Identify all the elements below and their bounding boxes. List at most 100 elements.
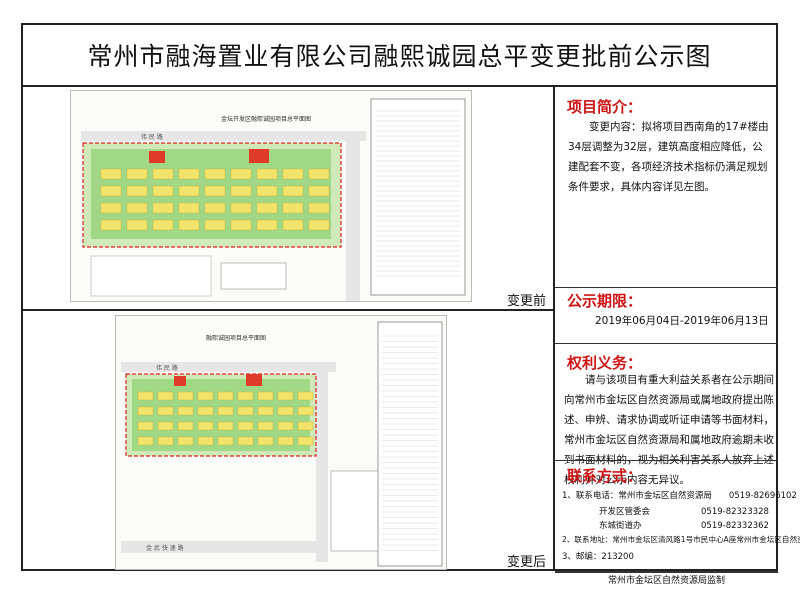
period-text: 2019年06月04日-2019年06月13日	[595, 315, 769, 327]
residential-building	[177, 436, 194, 446]
rights-text: 请与该项目有重大利益关系者在公示期间向常州市金坛区自然资源局或属地政府提出陈述、…	[564, 374, 774, 486]
page-title: 常州市融海置业有限公司融熙诚园总平变更批前公示图	[23, 25, 776, 87]
contact-phone-2: 开发区管委会 0519-82323328	[599, 507, 769, 517]
residential-building	[237, 406, 254, 416]
residential-building	[204, 219, 226, 231]
plan-divider	[23, 309, 553, 311]
residential-building	[100, 185, 122, 197]
residential-building	[257, 421, 274, 431]
residential-building	[277, 406, 294, 416]
residential-building	[308, 219, 330, 231]
residential-building	[178, 168, 200, 180]
residential-building	[197, 436, 214, 446]
residential-building	[257, 391, 274, 401]
section-divider	[555, 460, 778, 461]
outer-frame	[21, 23, 778, 571]
residential-building	[152, 168, 174, 180]
public-building	[149, 151, 165, 163]
contact-phone-3: 东城街道办 0519-82332362	[599, 521, 769, 531]
residential-building	[137, 436, 154, 446]
residential-building	[178, 202, 200, 214]
contact-postcode: 3、邮编：213200	[562, 552, 634, 562]
intro-text: 变更内容：拟将项目西南角的17#楼由34层调整为32层，建筑高度相应降低，公建配…	[568, 121, 769, 193]
residential-building	[297, 436, 314, 446]
section-divider	[555, 343, 778, 344]
caption-after: 变更后	[507, 555, 547, 570]
residential-building	[197, 391, 214, 401]
site-plan-after-drawing: 融熙诚园项目总平面图 伟 民 路 金 武 快 速 路	[116, 316, 446, 569]
drawing-title-after: 融熙诚园项目总平面图	[206, 334, 266, 342]
residential-building	[177, 421, 194, 431]
contact-address: 2、联系地址：常州市金坛区清风路1号市民中心A座常州市金坛区自然资源局	[562, 535, 800, 544]
residential-building	[152, 202, 174, 214]
residential-building	[137, 391, 154, 401]
residential-building	[282, 168, 304, 180]
residential-building	[100, 219, 122, 231]
residential-building	[256, 202, 278, 214]
residential-building	[126, 168, 148, 180]
residential-building	[230, 219, 252, 231]
residential-building	[277, 391, 294, 401]
residential-building	[157, 436, 174, 446]
residential-building	[282, 185, 304, 197]
road-label-north: 伟 民 路	[141, 133, 163, 141]
residential-building	[100, 168, 122, 180]
residential-building	[282, 219, 304, 231]
residential-building	[297, 406, 314, 416]
site-plan-after: 融熙诚园项目总平面图 伟 民 路 金 武 快 速 路	[115, 315, 447, 570]
residential-building	[126, 202, 148, 214]
residential-building	[126, 219, 148, 231]
residential-building	[297, 421, 314, 431]
residential-building	[204, 168, 226, 180]
residential-building	[126, 185, 148, 197]
residential-building	[152, 185, 174, 197]
residential-building	[230, 185, 252, 197]
residential-building	[204, 202, 226, 214]
residential-building	[178, 185, 200, 197]
period-heading: 公示期限：	[567, 292, 643, 310]
residential-building	[157, 391, 174, 401]
residential-building	[197, 406, 214, 416]
residential-building	[256, 219, 278, 231]
site-plan-before: 金坛开发区融熙诚园项目总平面图 伟 民 路	[70, 90, 472, 302]
contact-heading: 联系方式：	[567, 467, 643, 485]
residential-building	[204, 185, 226, 197]
residential-building	[308, 202, 330, 214]
rights-heading: 权利义务：	[567, 354, 643, 372]
residential-building	[152, 219, 174, 231]
contact-phone-1: 1、联系电话：常州市金坛区自然资源局 0519-82696102	[562, 491, 797, 501]
residential-building	[257, 406, 274, 416]
residential-building	[297, 391, 314, 401]
residential-building	[230, 168, 252, 180]
residential-building	[177, 391, 194, 401]
residential-building	[256, 168, 278, 180]
public-building	[246, 374, 262, 386]
residential-building	[100, 202, 122, 214]
residential-building	[277, 436, 294, 446]
residential-building	[137, 421, 154, 431]
residential-building	[197, 421, 214, 431]
residential-building	[217, 391, 234, 401]
footer-credit: 常州市金坛区自然资源局监制	[607, 576, 725, 586]
residential-building	[230, 202, 252, 214]
drawing-title-before: 金坛开发区融熙诚园项目总平面图	[221, 115, 311, 123]
road-label-north-after: 伟 民 路	[156, 364, 178, 372]
residential-building	[308, 185, 330, 197]
residential-building	[217, 421, 234, 431]
road-label-south-after: 金 武 快 速 路	[146, 544, 184, 552]
residential-building	[177, 406, 194, 416]
residential-building	[157, 421, 174, 431]
residential-building	[237, 391, 254, 401]
residential-building	[217, 406, 234, 416]
public-building	[174, 376, 186, 386]
residential-building	[178, 219, 200, 231]
public-building	[249, 149, 269, 163]
building-rows-before	[100, 168, 330, 231]
residential-building	[277, 421, 294, 431]
residential-building	[257, 436, 274, 446]
residential-building	[137, 406, 154, 416]
residential-building	[217, 436, 234, 446]
residential-building	[237, 421, 254, 431]
residential-building	[282, 202, 304, 214]
footer-divider	[555, 571, 778, 573]
